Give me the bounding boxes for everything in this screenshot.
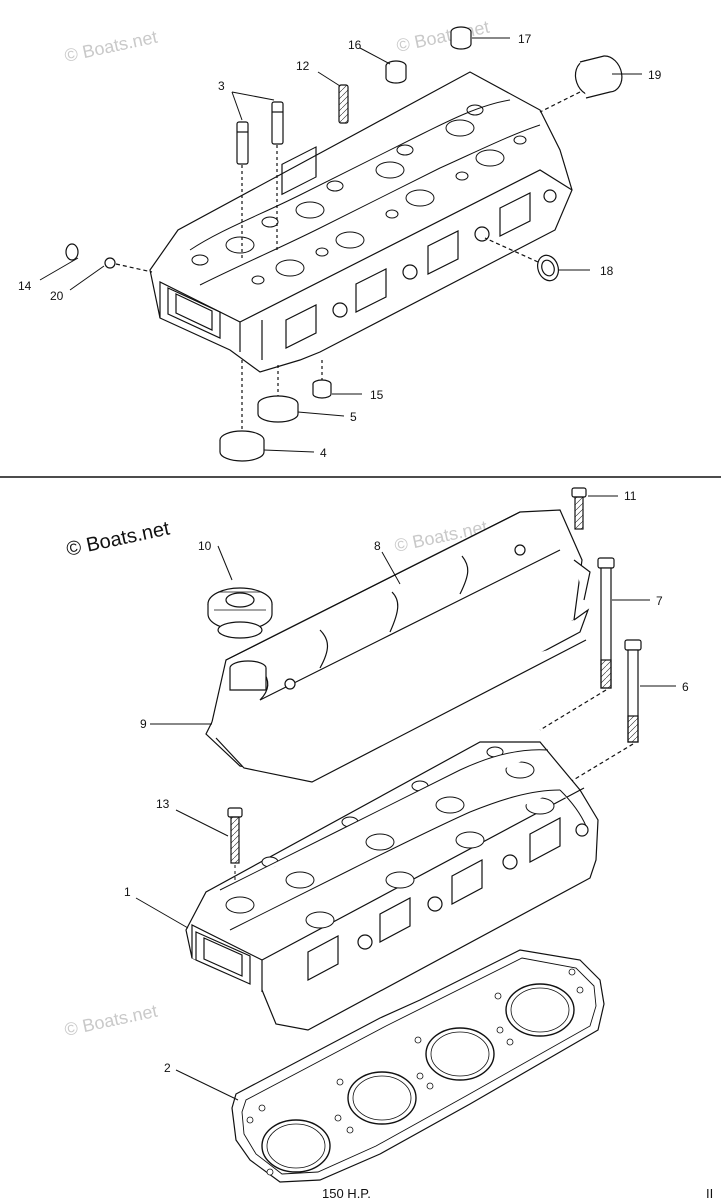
valve-seat-5 [257,395,299,423]
callout-7: 7 [656,594,663,608]
callout-18: 18 [600,264,614,278]
footer-page-marker: II [706,1186,714,1201]
plug-14 [65,243,79,261]
valve-guide-right [271,101,284,145]
head-gasket [231,949,605,1183]
callout-2: 2 [164,1061,171,1075]
bolt-6 [624,639,642,743]
callout-3: 3 [218,79,225,93]
plug-19 [574,55,623,99]
seal-18 [537,254,559,282]
callout-17: 17 [518,32,532,46]
callout-15: 15 [370,388,384,402]
lower-cylinder-head [185,741,599,1031]
plug-15 [312,379,332,399]
bolt-11 [571,487,587,530]
callout-11: 11 [624,489,637,503]
bolt-7 [597,557,615,689]
watermark-top-left: © Boats.net [63,27,159,66]
bolts [227,487,642,864]
valve-guide-left [236,121,249,165]
callout-10: 10 [198,539,212,553]
callout-8: 8 [374,539,381,553]
callout-19: 19 [648,68,662,82]
callout-numbers: 1 2 3 4 5 6 7 8 9 10 11 12 13 14 15 16 1… [18,32,689,1075]
callout-6: 6 [682,680,689,694]
bolt-13 [227,807,243,864]
oil-filler-cap [207,587,273,639]
rocker-cover [205,509,591,783]
callout-20: 20 [50,289,64,303]
stud [338,84,349,124]
watermark-top-right: © Boats.net [395,17,491,56]
plug-17 [450,26,472,50]
valve-seat-4 [219,430,265,462]
ball-20 [104,257,116,269]
callout-16: 16 [348,38,362,52]
callout-9: 9 [140,717,147,731]
upper-small-parts [65,26,623,462]
callout-4: 4 [320,446,327,460]
leader-lines [39,37,676,1101]
callout-12: 12 [296,59,310,73]
watermark-bottom-left: © Boats.net [63,1001,159,1040]
plug-16 [385,60,407,84]
callout-13: 13 [156,797,170,811]
watermark-mid-left: © Boats.net [64,517,172,560]
callout-5: 5 [350,410,357,424]
callout-1: 1 [124,885,131,899]
callout-14: 14 [18,279,32,293]
footer-model-label: 150 H.P. [322,1186,371,1201]
upper-cylinder-head [149,71,573,373]
